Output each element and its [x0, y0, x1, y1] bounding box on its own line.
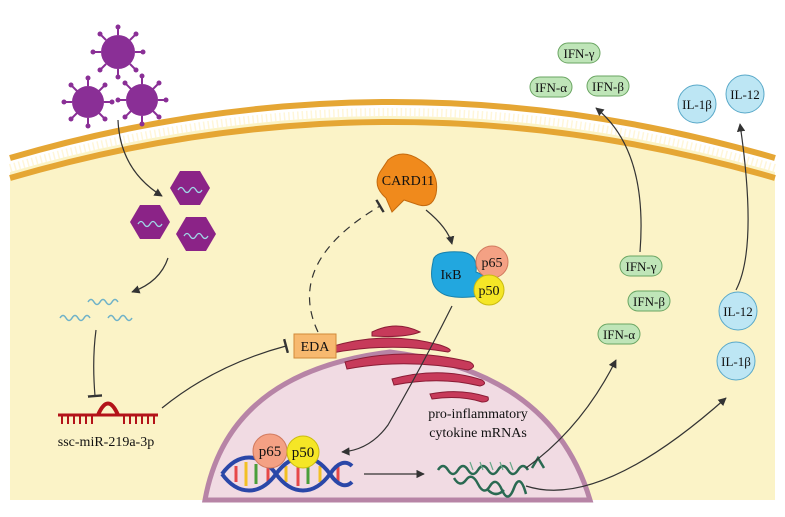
inner-ifn-alpha: IFN-α — [603, 327, 635, 342]
mirna-label: ssc-miR-219a-3p — [58, 435, 154, 450]
ikb-complex: IκB p65 p50 — [431, 245, 509, 306]
outer-il-cluster: IL-1β IL-12 — [677, 74, 765, 124]
virus-particle — [90, 24, 146, 80]
ifn-secretion-arrow — [595, 107, 642, 253]
viral-capsids — [130, 171, 216, 251]
dna-helix — [220, 455, 354, 493]
virus-particle — [115, 73, 169, 127]
outer-il-1b: IL-1β — [682, 97, 712, 112]
capsid — [130, 205, 170, 239]
mrna-to-il-arrow — [525, 397, 727, 491]
cytoplasm — [10, 116, 775, 500]
p65-label: p65 — [482, 256, 503, 271]
nfkb-translocation-arrow — [341, 305, 453, 456]
release-arrow — [131, 257, 169, 294]
capsid — [176, 217, 216, 251]
inner-il-1b: IL-1β — [721, 354, 751, 369]
nuclear-p50 — [286, 435, 320, 469]
card11-node: CARD11 — [376, 153, 438, 213]
mrna-label-line2: cytokine mRNAs — [429, 426, 527, 441]
eda-label: EDA — [301, 340, 331, 355]
outer-ifn-cluster: IFN-γ IFN-α IFN-β — [529, 42, 630, 98]
viral-rna — [59, 298, 133, 322]
mrna-strands — [436, 455, 546, 498]
card11-activates-ikb — [425, 209, 455, 245]
outer-ifn-alpha: IFN-α — [535, 80, 567, 95]
rna-inhibits-mirna — [87, 329, 103, 398]
ikb-label: IκB — [440, 268, 461, 283]
virus-particle — [61, 75, 115, 129]
inner-il-cluster: IL-12 IL-1β — [716, 291, 758, 381]
il-secretion-arrow — [735, 123, 749, 291]
outer-ifn-gamma: IFN-γ — [563, 46, 594, 61]
nuclear-p65-label: p65 — [259, 444, 282, 460]
mirna-inhibits-eda — [161, 338, 290, 409]
inner-ifn-gamma: IFN-γ — [625, 259, 656, 274]
capsid — [170, 171, 210, 205]
inner-ifn-beta: IFN-β — [633, 294, 665, 309]
nuclear-p50-label: p50 — [292, 445, 315, 461]
p50-label: p50 — [479, 284, 500, 299]
eda-inhibits-card11 — [308, 199, 385, 333]
card11-label: CARD11 — [382, 174, 434, 189]
outer-ifn-beta: IFN-β — [592, 79, 624, 94]
cell-membrane — [8, 99, 777, 181]
entry-arrow — [117, 119, 163, 197]
mrna-label-line1: pro-inflammatory — [428, 407, 528, 422]
outer-il-12: IL-12 — [730, 87, 760, 102]
eda-node: EDA — [293, 333, 337, 359]
inner-ifn-cluster: IFN-γ IFN-β IFN-α — [597, 255, 671, 345]
p50-subunit — [473, 274, 505, 306]
virus-particles — [61, 24, 169, 129]
mrna-to-ifn-arrow — [525, 359, 617, 469]
mirna-structure — [58, 401, 158, 424]
golgi-apparatus — [329, 325, 489, 403]
inner-il-12: IL-12 — [723, 304, 753, 319]
